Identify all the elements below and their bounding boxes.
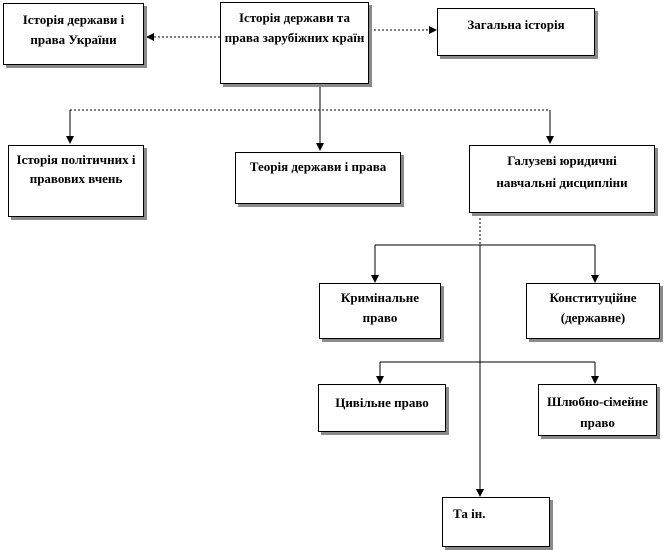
node-general-history-label: Загальна історія xyxy=(467,17,565,32)
node-branch-disciplines-label: Галузеві юридичні навчальні дисципліни xyxy=(496,153,628,190)
node-other: Та ін. xyxy=(442,497,550,547)
node-foreign-history: Історія держави та права зарубіжних краї… xyxy=(220,2,369,84)
node-ukraine-history-label: Історія держави і права України xyxy=(22,12,125,47)
node-constitutional-law-label: Конституційне (державне) xyxy=(549,290,637,325)
node-family-law: Шлюбно-сімейне право xyxy=(538,384,657,436)
node-ukraine-history: Історія держави і права України xyxy=(3,3,144,65)
node-political-doctrines-label: Історія політичних і правових вчень xyxy=(16,152,136,186)
node-criminal-law-label: Кримінальне право xyxy=(340,290,420,325)
node-constitutional-law: Конституційне (державне) xyxy=(526,283,660,339)
node-state-theory: Теорія держави і права xyxy=(235,152,401,204)
node-branch-disciplines: Галузеві юридичні навчальні дисципліни xyxy=(469,145,655,213)
node-civil-law-label: Цивільне право xyxy=(335,395,429,410)
node-political-doctrines: Історія політичних і правових вчень xyxy=(8,145,144,217)
node-foreign-history-label: Історія держави та права зарубіжних краї… xyxy=(224,10,365,45)
node-other-label: Та ін. xyxy=(453,506,486,521)
node-family-law-label: Шлюбно-сімейне право xyxy=(546,394,649,430)
node-general-history: Загальна історія xyxy=(437,8,595,56)
node-criminal-law: Кримінальне право xyxy=(319,283,441,339)
node-state-theory-label: Теорія держави і права xyxy=(249,159,387,174)
node-civil-law: Цивільне право xyxy=(318,384,446,432)
